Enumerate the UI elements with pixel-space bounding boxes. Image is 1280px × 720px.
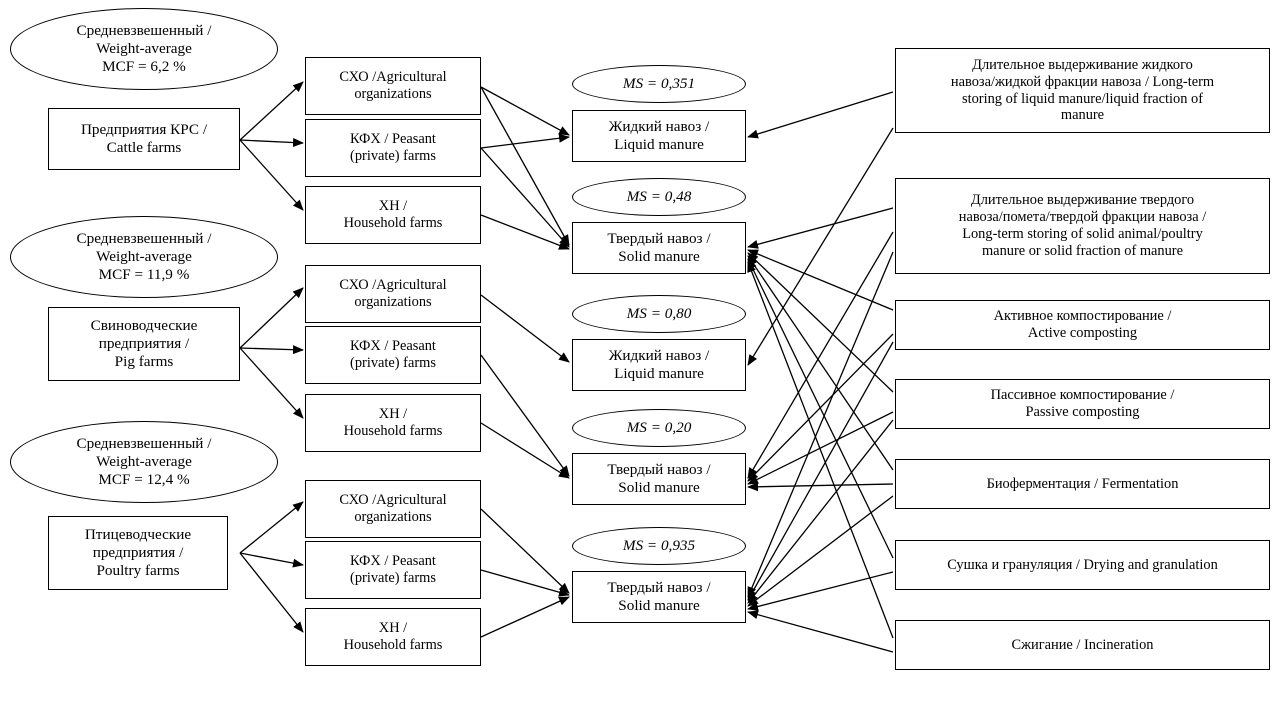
treatment-box-label: Длительное выдерживание твердого навоза/… <box>958 192 1207 259</box>
manure-box-label: Твердый навоз / Solid manure <box>607 230 711 265</box>
source-box-poultry-farms[interactable]: Птицеводческие предприятия / Poultry far… <box>48 516 228 590</box>
farm-type-label: КФХ / Peasant (private) farms <box>350 131 436 164</box>
farm-type-label: ХН / Household farms <box>343 620 443 653</box>
treatment-box-label: Активное компостирование / Active compos… <box>993 308 1172 341</box>
manure-box-pig-liquid[interactable]: Жидкий навоз / Liquid manure <box>572 339 746 391</box>
source-box-cattle-farms[interactable]: Предприятия КРС / Cattle farms <box>48 108 240 170</box>
farm-type-label: КФХ / Peasant (private) farms <box>350 338 436 371</box>
treatment-box-long-term-storing-liquid[interactable]: Длительное выдерживание жидкого навоза/ж… <box>895 48 1270 133</box>
treatment-box-incineration[interactable]: Сжигание / Incineration <box>895 620 1270 670</box>
mcf-ellipse-cattle-label: Средневзвешенный / Weight-average MCF = … <box>76 22 212 75</box>
ms-ellipse-label: MS = 0,351 <box>622 75 696 93</box>
manure-box-label: Жидкий навоз / Liquid manure <box>608 347 710 382</box>
farm-type-label: СХО /Agricultural organizations <box>339 69 447 102</box>
treatment-box-label: Биоферментация / Fermentation <box>986 475 1179 492</box>
mcf-ellipse-cattle: Средневзвешенный / Weight-average MCF = … <box>10 8 278 90</box>
ms-ellipse-label: MS = 0,935 <box>622 537 696 555</box>
farm-type-box-pig-peasant-farms[interactable]: КФХ / Peasant (private) farms <box>305 326 481 384</box>
manure-box-cattle-liquid[interactable]: Жидкий навоз / Liquid manure <box>572 110 746 162</box>
treatment-box-drying-and-granulation[interactable]: Сушка и грануляция / Drying and granulat… <box>895 540 1270 590</box>
mcf-ellipse-pig: Средневзвешенный / Weight-average MCF = … <box>10 216 278 298</box>
manure-box-cattle-solid[interactable]: Твердый навоз / Solid manure <box>572 222 746 274</box>
treatment-box-label: Сушка и грануляция / Drying and granulat… <box>947 556 1218 573</box>
treatment-box-label: Сжигание / Incineration <box>1011 636 1154 653</box>
manure-box-label: Жидкий навоз / Liquid manure <box>608 118 710 153</box>
farm-type-box-cattle-peasant-farms[interactable]: КФХ / Peasant (private) farms <box>305 119 481 177</box>
source-box-pig-farms-label: Свиноводческие предприятия / Pig farms <box>90 317 198 370</box>
treatment-box-long-term-storing-solid[interactable]: Длительное выдерживание твердого навоза/… <box>895 178 1270 274</box>
ms-ellipse-label: MS = 0,80 <box>626 305 692 323</box>
manure-box-label: Твердый навоз / Solid manure <box>607 579 711 614</box>
ms-ellipse-cattle-solid: MS = 0,48 <box>572 178 746 216</box>
source-box-pig-farms[interactable]: Свиноводческие предприятия / Pig farms <box>48 307 240 381</box>
farm-type-label: СХО /Agricultural organizations <box>339 492 447 525</box>
farm-type-box-pig-household-farms[interactable]: ХН / Household farms <box>305 394 481 452</box>
farm-type-box-cattle-agricultural-organizations[interactable]: СХО /Agricultural organizations <box>305 57 481 115</box>
treatment-box-label: Пассивное компостирование / Passive comp… <box>990 387 1175 420</box>
ms-ellipse-label: MS = 0,48 <box>626 188 692 206</box>
farm-type-box-cattle-household-farms[interactable]: ХН / Household farms <box>305 186 481 244</box>
manure-box-poultry-solid[interactable]: Твердый навоз / Solid manure <box>572 571 746 623</box>
farm-type-label: ХН / Household farms <box>343 406 443 439</box>
treatment-box-active-composting[interactable]: Активное компостирование / Active compos… <box>895 300 1270 350</box>
mcf-ellipse-poultry: Средневзвешенный / Weight-average MCF = … <box>10 421 278 503</box>
farm-type-box-poultry-household-farms[interactable]: ХН / Household farms <box>305 608 481 666</box>
source-box-cattle-farms-label: Предприятия КРС / Cattle farms <box>80 121 208 156</box>
ms-ellipse-poultry-solid: MS = 0,935 <box>572 527 746 565</box>
ms-ellipse-cattle-liquid: MS = 0,351 <box>572 65 746 103</box>
treatment-box-fermentation[interactable]: Биоферментация / Fermentation <box>895 459 1270 509</box>
farm-type-label: СХО /Agricultural organizations <box>339 277 447 310</box>
treatment-box-passive-composting[interactable]: Пассивное компостирование / Passive comp… <box>895 379 1270 429</box>
farm-type-label: КФХ / Peasant (private) farms <box>350 553 436 586</box>
farm-type-box-poultry-agricultural-organizations[interactable]: СХО /Agricultural organizations <box>305 480 481 538</box>
ms-ellipse-pig-liquid: MS = 0,80 <box>572 295 746 333</box>
mcf-ellipse-poultry-label: Средневзвешенный / Weight-average MCF = … <box>76 435 212 488</box>
farm-type-box-pig-agricultural-organizations[interactable]: СХО /Agricultural organizations <box>305 265 481 323</box>
manure-box-pig-solid[interactable]: Твердый навоз / Solid manure <box>572 453 746 505</box>
manure-box-label: Твердый навоз / Solid manure <box>607 461 711 496</box>
farm-type-label: ХН / Household farms <box>343 198 443 231</box>
ms-ellipse-label: MS = 0,20 <box>626 419 692 437</box>
source-box-poultry-farms-label: Птицеводческие предприятия / Poultry far… <box>84 526 192 579</box>
ms-ellipse-pig-solid: MS = 0,20 <box>572 409 746 447</box>
farm-type-box-poultry-peasant-farms[interactable]: КФХ / Peasant (private) farms <box>305 541 481 599</box>
mcf-ellipse-pig-label: Средневзвешенный / Weight-average MCF = … <box>76 230 212 283</box>
treatment-box-label: Длительное выдерживание жидкого навоза/ж… <box>950 56 1215 124</box>
